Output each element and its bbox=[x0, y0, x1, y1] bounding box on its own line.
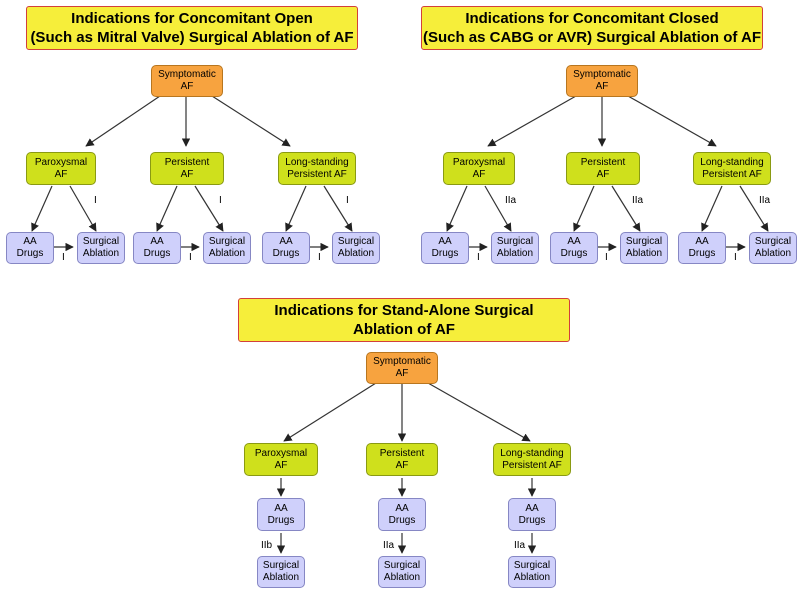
panel-1-title: Indications for Concomitant Open (Such a… bbox=[26, 6, 358, 50]
edge-persistent-drugs bbox=[156, 185, 178, 232]
type-node-paroxysmal: Paroxysmal AF bbox=[244, 443, 318, 476]
edge-root-paroxysmal bbox=[283, 382, 377, 442]
type-node-longstanding: Long-standing Persistent AF bbox=[693, 152, 771, 185]
class-label-after-drugs: I bbox=[318, 252, 321, 263]
panel-2-edges bbox=[446, 95, 769, 252]
edge-persistent-drugs bbox=[573, 185, 595, 232]
edge-root-longstanding bbox=[627, 95, 717, 147]
class-label-after-drugs: I bbox=[734, 252, 737, 263]
edge-persistent-ablation bbox=[194, 185, 224, 232]
ablation-node: Surgical Ablation bbox=[508, 556, 556, 588]
class-label-direct: IIa bbox=[759, 195, 771, 206]
type-node-longstanding: Long-standing Persistent AF bbox=[493, 443, 571, 476]
ablation-node: Surgical Ablation bbox=[77, 232, 125, 264]
type-node-paroxysmal: Paroxysmal AF bbox=[26, 152, 96, 185]
class-label-after-drugs: IIa bbox=[383, 540, 395, 551]
class-label-direct: IIa bbox=[632, 195, 644, 206]
edge-longstanding-drugs bbox=[285, 185, 307, 232]
drugs-node: AA Drugs bbox=[421, 232, 469, 264]
edge-root-paroxysmal bbox=[487, 95, 577, 147]
class-label-direct: I bbox=[346, 195, 349, 206]
ablation-node: Surgical Ablation bbox=[749, 232, 797, 264]
root-node-symptomatic-af: Symptomatic AF bbox=[366, 352, 438, 384]
ablation-node: Surgical Ablation bbox=[620, 232, 668, 264]
edge-longstanding-ablation bbox=[739, 185, 769, 232]
panel-3-edges bbox=[276, 382, 537, 554]
class-label-after-drugs: I bbox=[62, 252, 65, 263]
edge-root-longstanding bbox=[211, 95, 291, 147]
type-node-paroxysmal: Paroxysmal AF bbox=[443, 152, 515, 185]
ablation-node: Surgical Ablation bbox=[491, 232, 539, 264]
drugs-node: AA Drugs bbox=[378, 498, 426, 531]
edge-paroxysmal-drugs bbox=[31, 185, 53, 232]
drugs-node: AA Drugs bbox=[6, 232, 54, 264]
drugs-node: AA Drugs bbox=[262, 232, 310, 264]
edge-root-longstanding bbox=[427, 382, 531, 442]
class-label-after-drugs: I bbox=[189, 252, 192, 263]
drugs-node: AA Drugs bbox=[678, 232, 726, 264]
ablation-node: Surgical Ablation bbox=[257, 556, 305, 588]
drugs-node: AA Drugs bbox=[550, 232, 598, 264]
panel-3-title: Indications for Stand-Alone Surgical Abl… bbox=[238, 298, 570, 342]
class-label-after-drugs: IIb bbox=[261, 540, 273, 551]
edge-paroxysmal-drugs bbox=[446, 185, 468, 232]
root-node-symptomatic-af: Symptomatic AF bbox=[151, 65, 223, 97]
drugs-node: AA Drugs bbox=[257, 498, 305, 531]
type-node-persistent: Persistent AF bbox=[566, 152, 640, 185]
class-label-after-drugs: I bbox=[605, 252, 608, 263]
ablation-node: Surgical Ablation bbox=[378, 556, 426, 588]
class-label-after-drugs: IIa bbox=[514, 540, 526, 551]
root-node-symptomatic-af: Symptomatic AF bbox=[566, 65, 638, 97]
class-label-direct: IIa bbox=[505, 195, 517, 206]
drugs-node: AA Drugs bbox=[508, 498, 556, 531]
edge-longstanding-ablation bbox=[323, 185, 353, 232]
type-node-persistent: Persistent AF bbox=[150, 152, 224, 185]
class-label-direct: I bbox=[94, 195, 97, 206]
type-node-persistent: Persistent AF bbox=[366, 443, 438, 476]
edge-paroxysmal-ablation bbox=[69, 185, 97, 232]
class-label-after-drugs: I bbox=[477, 252, 480, 263]
ablation-node: Surgical Ablation bbox=[332, 232, 380, 264]
panel-2-title: Indications for Concomitant Closed (Such… bbox=[421, 6, 763, 50]
panel-1-edges bbox=[31, 95, 353, 252]
ablation-node: Surgical Ablation bbox=[203, 232, 251, 264]
edge-paroxysmal-ablation bbox=[484, 185, 512, 232]
drugs-node: AA Drugs bbox=[133, 232, 181, 264]
edge-longstanding-drugs bbox=[701, 185, 723, 232]
edge-persistent-ablation bbox=[611, 185, 641, 232]
type-node-longstanding: Long-standing Persistent AF bbox=[278, 152, 356, 185]
edge-root-paroxysmal bbox=[85, 95, 161, 147]
class-label-direct: I bbox=[219, 195, 222, 206]
